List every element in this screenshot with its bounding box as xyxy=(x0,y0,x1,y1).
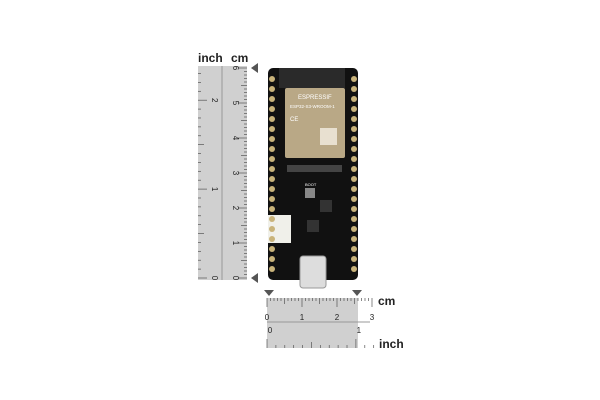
pin xyxy=(269,136,275,142)
pin xyxy=(269,246,275,252)
connector xyxy=(287,165,342,172)
horizontal-ruler: 0 1 2 3 0 1 xyxy=(265,298,375,348)
pin xyxy=(351,266,357,272)
pin xyxy=(269,166,275,172)
ce-mark: CE xyxy=(290,117,298,123)
pin xyxy=(351,166,357,172)
pin xyxy=(269,216,275,222)
header-pins xyxy=(269,76,357,272)
pin xyxy=(351,196,357,202)
pin xyxy=(269,176,275,182)
cm-tick-label: 4 xyxy=(231,136,240,141)
pin xyxy=(351,116,357,122)
pin xyxy=(269,76,275,82)
cm-tick-label: 6 xyxy=(231,66,240,71)
cm-tick-label: 0 xyxy=(265,313,270,322)
pin xyxy=(269,156,275,162)
pin xyxy=(351,226,357,232)
pin xyxy=(351,136,357,142)
pin xyxy=(269,266,275,272)
cm-tick-label: 5 xyxy=(231,101,240,106)
cm-tick-label: 1 xyxy=(300,313,305,322)
pin xyxy=(351,186,357,192)
pin xyxy=(269,256,275,262)
cm-tick-label: 3 xyxy=(231,171,240,176)
cm-tick-label: 1 xyxy=(231,241,240,246)
pin xyxy=(351,236,357,242)
chip xyxy=(320,200,332,212)
pin xyxy=(351,76,357,82)
boot-label: BOOT xyxy=(305,182,317,187)
pin xyxy=(269,236,275,242)
inch-tick-label: 1 xyxy=(357,326,362,335)
usb-c-port xyxy=(299,255,327,289)
pin xyxy=(269,206,275,212)
pin xyxy=(269,106,275,112)
pin xyxy=(269,146,275,152)
pin xyxy=(351,126,357,132)
pin xyxy=(351,156,357,162)
pin xyxy=(269,196,275,202)
inch-tick-label: 1 xyxy=(210,187,219,192)
horizontal-cm-label: cm xyxy=(378,294,395,308)
pin xyxy=(269,86,275,92)
qr-code xyxy=(320,128,337,145)
dev-board: ESPRESSIF ESP32-S3-WROOM-1 CE BOOT xyxy=(268,68,358,289)
inch-tick-label: 0 xyxy=(268,326,273,335)
right-marker-icon xyxy=(352,290,362,296)
pin xyxy=(351,176,357,182)
pin xyxy=(351,246,357,252)
vertical-inch-label: inch xyxy=(198,51,223,65)
vertical-cm-label: cm xyxy=(231,51,248,65)
horizontal-inch-label: inch xyxy=(379,337,404,351)
vertical-ruler: 0 1 2 3 4 5 6 0 1 2 xyxy=(198,66,247,281)
pin xyxy=(351,96,357,102)
pin xyxy=(351,106,357,112)
inch-tick-label: 2 xyxy=(210,98,219,103)
pin xyxy=(351,216,357,222)
pin xyxy=(269,126,275,132)
boot-button[interactable] xyxy=(305,188,315,198)
cm-tick-label: 2 xyxy=(231,206,240,211)
inch-tick-label: 0 xyxy=(210,276,219,281)
cm-tick-label: 3 xyxy=(370,313,375,322)
pin xyxy=(269,186,275,192)
pin xyxy=(269,96,275,102)
pin xyxy=(351,146,357,152)
cm-tick-label: 2 xyxy=(335,313,340,322)
pin xyxy=(351,256,357,262)
pin xyxy=(269,116,275,122)
top-marker-icon xyxy=(251,63,258,73)
cm-tick-label: 0 xyxy=(231,276,240,281)
antenna-area xyxy=(279,68,345,88)
battery-connector xyxy=(268,215,291,243)
module-model: ESP32-S3-WROOM-1 xyxy=(290,104,335,109)
module-brand: ESPRESSIF xyxy=(298,95,332,101)
chip xyxy=(307,220,319,232)
bottom-marker-icon xyxy=(251,273,258,283)
left-marker-icon xyxy=(264,290,274,296)
pin xyxy=(351,86,357,92)
horizontal-ruler-body xyxy=(267,298,358,348)
pin xyxy=(269,226,275,232)
pin xyxy=(351,206,357,212)
